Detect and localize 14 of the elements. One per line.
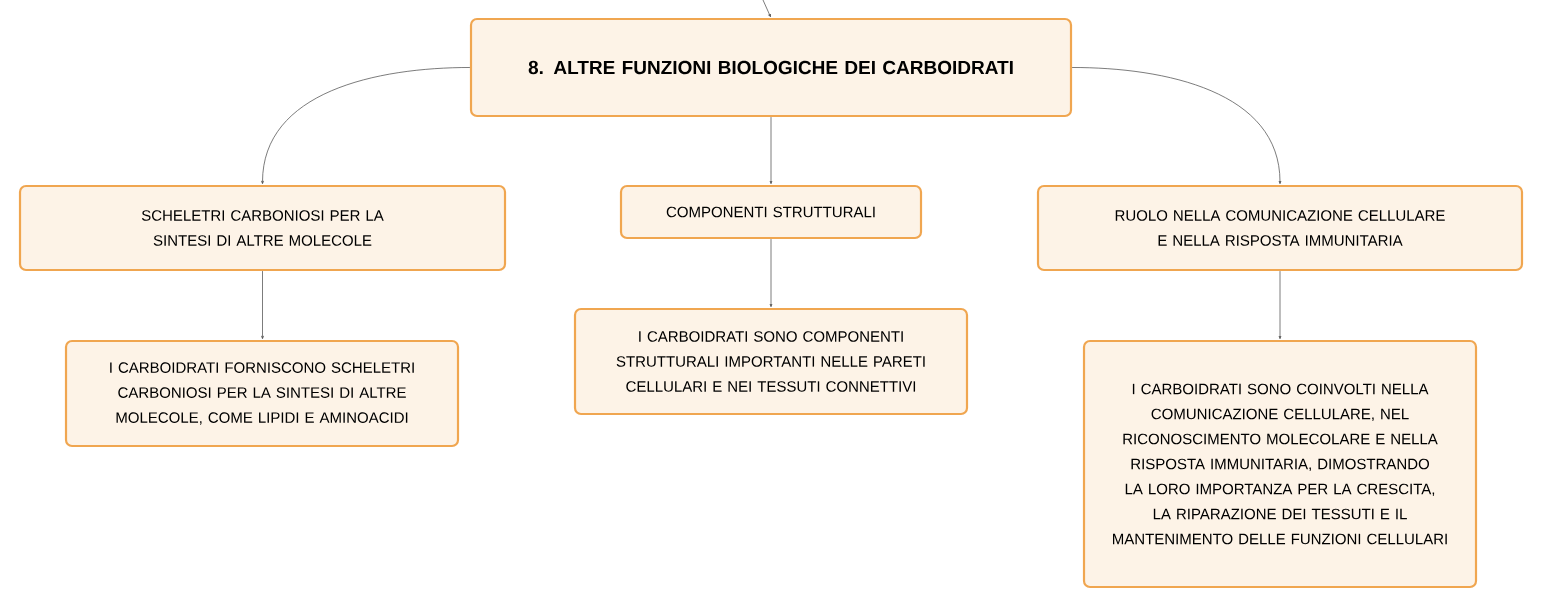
arrow (1071, 67, 1282, 185)
title-box: 8. ALTRE FUNZIONI BIOLOGICHE DEI CARBOIDRATI (469, 17, 1073, 118)
topic-box: I CARBOIDRATI FORNISCONO SCHELETRI CARBONIOSI PER LA SINTESI DI ALTRE MOLECOLE, COME LIPIDI E AMINOACIDI (64, 339, 460, 448)
arrow (261, 67, 471, 185)
arrow (769, 238, 773, 308)
arrow (261, 270, 264, 340)
arrow (1278, 270, 1282, 340)
topic-box: RUOLO NELLA COMUNICAZIONE CELLULARE E NELLA RISPOSTA IMMUNITARIA (1036, 184, 1524, 272)
topic-box: I CARBOIDRATI SONO COMPONENTI STRUTTURALI IMPORTANTI NELLE PARETI CELLULARI E NEI TESSUTI CONNETTIVI (573, 307, 969, 416)
arrow (769, 116, 773, 185)
topic-box: SCHELETRI CARBONIOSI PER LA SINTESI DI ALTRE MOLECOLE (18, 184, 507, 272)
topic-box: COMPONENTI STRUTTURALI (619, 184, 923, 240)
arrow (762, 0, 771, 18)
topic-box: I CARBOIDRATI SONO COINVOLTI NELLA COMUNICAZIONE CELLULARE, NEL RICONOSCIMENTO MOLECOLARE E NELLA RISPOSTA IMMUNITARIA, DIMOSTRANDO LA LORO IMPORTANZA PER LA CRESCITA, LA RIPARAZIONE DEI TESSUTI E IL MANTENIMENTO DELLE FUNZIONI CELLULARI (1082, 339, 1478, 589)
